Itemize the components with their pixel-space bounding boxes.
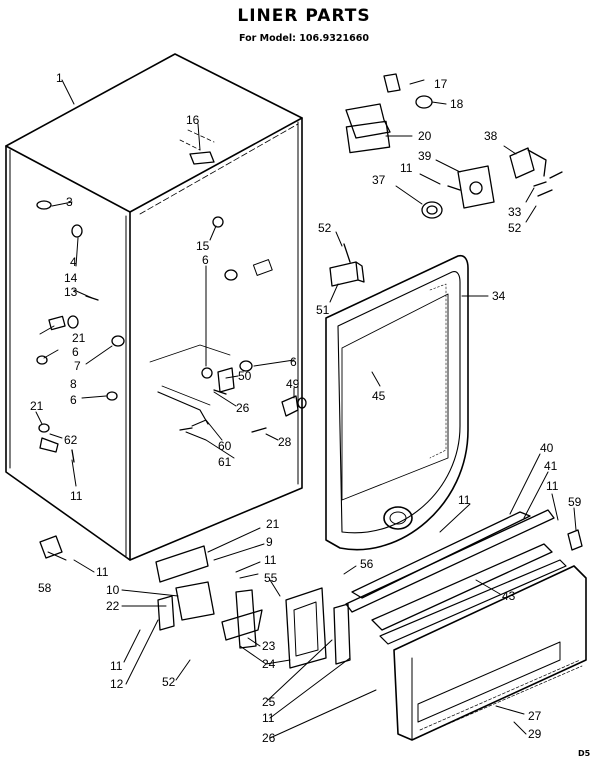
callout-11h: 11 xyxy=(262,711,275,725)
callout-6: 6 xyxy=(72,345,79,359)
callout-4: 4 xyxy=(70,255,77,269)
callout-61: 61 xyxy=(218,455,232,469)
callout-11d: 11 xyxy=(458,493,471,507)
callout-1: 1 xyxy=(56,71,63,85)
cabinet-hardware xyxy=(36,151,307,463)
callout-62: 62 xyxy=(64,433,78,447)
callout-23: 23 xyxy=(262,639,276,653)
callout-8: 8 xyxy=(70,377,77,391)
callout-26b: 26 xyxy=(262,731,276,745)
callout-60: 60 xyxy=(218,439,232,453)
callout-15: 15 xyxy=(196,239,210,253)
callout-26: 26 xyxy=(236,401,250,415)
callout-21c: 21 xyxy=(266,517,280,531)
page-title: LINER PARTS xyxy=(237,6,371,26)
callout-56: 56 xyxy=(360,557,374,571)
callout-3: 3 xyxy=(66,195,73,209)
callout-11: 11 xyxy=(70,489,83,503)
callout-11g: 11 xyxy=(110,659,123,673)
light-parts xyxy=(345,73,433,154)
callout-52b: 52 xyxy=(508,221,522,235)
callout-10: 10 xyxy=(106,583,120,597)
fan-assembly xyxy=(39,535,351,669)
callout-39: 39 xyxy=(418,149,432,163)
page-code: D5 xyxy=(578,749,591,758)
callout-14: 14 xyxy=(64,271,78,285)
callout-16: 16 xyxy=(186,113,200,127)
callout-38: 38 xyxy=(484,129,498,143)
callout-21b: 21 xyxy=(30,399,44,413)
liner-cabinet xyxy=(5,53,303,561)
callout-45: 45 xyxy=(372,389,386,403)
callout-11e: 11 xyxy=(264,553,277,567)
callout-11b: 11 xyxy=(400,161,413,175)
callout-6c: 6 xyxy=(202,253,209,267)
callout-25: 25 xyxy=(262,695,276,709)
callout-11f: 11 xyxy=(96,565,109,579)
callout-52c: 52 xyxy=(162,675,176,689)
callout-7: 7 xyxy=(74,359,81,373)
callout-13: 13 xyxy=(64,285,78,299)
callout-6b: 6 xyxy=(70,393,77,407)
callout-18: 18 xyxy=(450,97,464,111)
grille-assembly xyxy=(345,509,587,741)
callout-55: 55 xyxy=(264,571,278,585)
door-liner-panel xyxy=(325,254,469,551)
callout-41: 41 xyxy=(544,459,558,473)
callout-37: 37 xyxy=(372,173,386,187)
callout-labels: 1 3 4 14 13 21 6 7 8 6 21 62 11 16 15 6 … xyxy=(30,71,582,745)
callout-33: 33 xyxy=(508,205,522,219)
bracket-51 xyxy=(329,243,365,287)
callout-59: 59 xyxy=(568,495,582,509)
callout-11c: 11 xyxy=(546,479,559,493)
callout-17: 17 xyxy=(434,77,448,91)
leader-lines xyxy=(35,79,577,739)
callout-58: 58 xyxy=(38,581,52,595)
callout-52: 52 xyxy=(318,221,332,235)
callout-9: 9 xyxy=(266,535,273,549)
callout-49: 49 xyxy=(286,377,300,391)
callout-50: 50 xyxy=(238,369,252,383)
callout-27: 27 xyxy=(528,709,542,723)
model-subtitle: For Model: 106.9321660 xyxy=(239,33,369,44)
callout-40: 40 xyxy=(540,441,554,455)
callout-20: 20 xyxy=(418,129,432,143)
callout-12: 12 xyxy=(110,677,124,691)
callout-43: 43 xyxy=(502,589,516,603)
control-housing xyxy=(421,147,563,219)
callout-28: 28 xyxy=(278,435,292,449)
callout-6d: 6 xyxy=(290,355,297,369)
callout-51: 51 xyxy=(316,303,330,317)
callout-22: 22 xyxy=(106,599,120,613)
callout-34: 34 xyxy=(492,289,506,303)
callout-29: 29 xyxy=(528,727,542,741)
callout-24: 24 xyxy=(262,657,276,671)
callout-21: 21 xyxy=(72,331,86,345)
